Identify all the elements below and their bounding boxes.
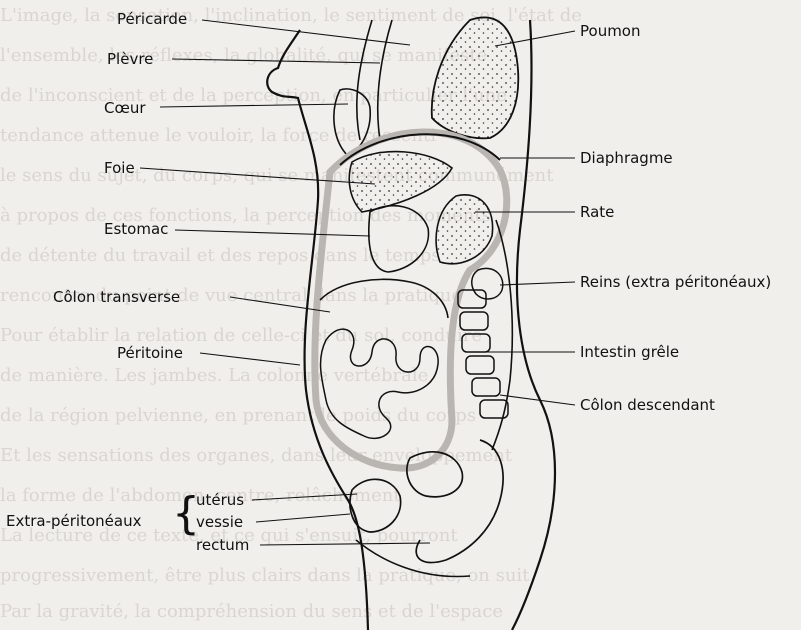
kidney-shape (472, 268, 503, 299)
pelvic-floor (356, 540, 470, 577)
liver-shape (349, 152, 452, 212)
spine-vertebrae (458, 290, 508, 418)
label-poumon: Poumon (580, 22, 641, 40)
lung-shape (432, 17, 519, 138)
pleura-shape (357, 20, 392, 140)
label-foie: Foie (104, 159, 135, 177)
descending-colon-shape (492, 220, 512, 450)
extra-group-title: Extra-péritonéaux (6, 512, 141, 530)
label-colon-descendant: Côlon descendant (580, 396, 715, 414)
body-back-outline (512, 20, 555, 630)
stomach-shape (369, 206, 429, 272)
label-rectum: rectum (196, 536, 249, 554)
label-colon-transverse: Côlon transverse (53, 288, 180, 306)
label-vessie: vessie (196, 513, 243, 531)
label-estomac: Estomac (104, 220, 168, 238)
label-plevre: Plèvre (107, 50, 153, 68)
label-pericarde: Péricarde (117, 10, 187, 28)
label-intestin-grele: Intestin grêle (580, 343, 679, 361)
label-peritoine: Péritoine (117, 344, 183, 362)
small-intestine-shape (321, 329, 439, 438)
label-uterus: utérus (196, 491, 244, 509)
label-diaphragme: Diaphragme (580, 149, 673, 167)
label-reins: Reins (extra péritonéaux) (580, 273, 771, 291)
spleen-shape (436, 195, 492, 264)
label-coeur: Cœur (104, 99, 146, 117)
label-rate: Rate (580, 203, 614, 221)
transverse-colon-shape (320, 279, 448, 318)
